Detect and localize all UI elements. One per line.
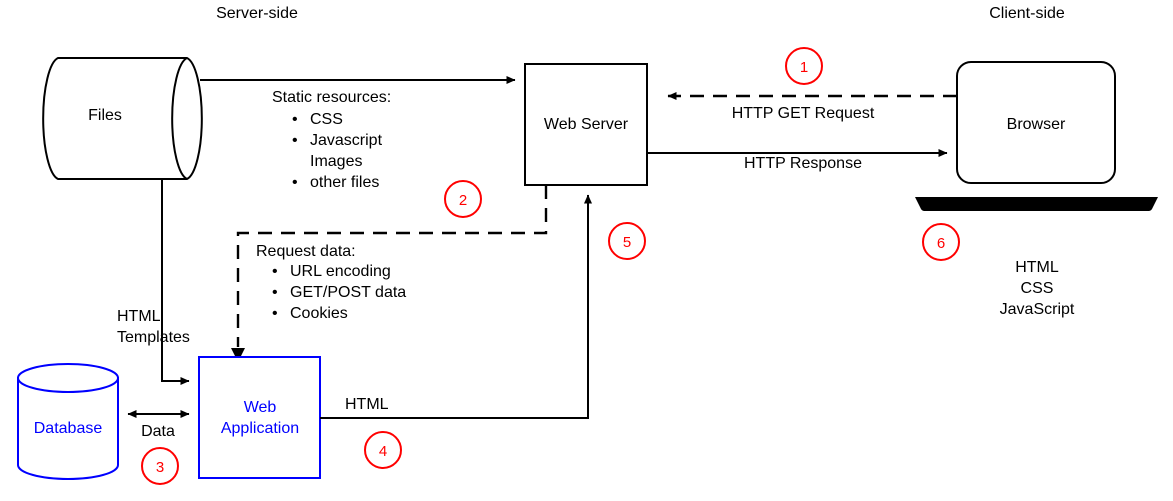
laptop-base-icon (915, 197, 1158, 211)
static-resource-item: Javascript (310, 132, 383, 149)
server-side-title: Server-side (216, 5, 298, 22)
bullet-icon: • (272, 263, 278, 280)
client-tech-javascript: JavaScript (1000, 301, 1075, 318)
static-resource-item: Images (310, 153, 362, 170)
client-tech-block: HTML CSS JavaScript (1000, 259, 1075, 318)
step-marker-2[interactable]: 2 (444, 180, 482, 218)
web-application-label-line1: Web (244, 399, 277, 416)
http-get-request-label: HTTP GET Request (732, 105, 875, 122)
static-resource-item: CSS (310, 111, 343, 128)
step-marker-2-label: 2 (459, 192, 467, 209)
static-resources-block: Static resources: • CSS • Javascript Ima… (272, 89, 391, 191)
edge-html-to-webserver (320, 194, 592, 419)
client-tech-css: CSS (1021, 280, 1054, 297)
step-marker-5[interactable]: 5 (608, 222, 646, 260)
http-response-label: HTTP Response (744, 155, 862, 172)
step-marker-5-label: 5 (623, 234, 631, 251)
step-marker-4[interactable]: 4 (364, 431, 402, 469)
files-label: Files (88, 107, 122, 124)
database-node[interactable]: Database (17, 363, 119, 480)
browser-label: Browser (1007, 116, 1066, 133)
database-label: Database (34, 420, 103, 437)
html-templates-label-line2: Templates (117, 329, 190, 346)
data-label: Data (141, 423, 175, 440)
step-marker-1-label: 1 (800, 59, 808, 76)
web-application-node[interactable]: Web Application (198, 356, 321, 479)
web-application-label-line2: Application (221, 420, 299, 437)
bullet-icon: • (292, 174, 298, 191)
arrowhead-icon (231, 348, 245, 362)
step-marker-3-label: 3 (156, 459, 164, 476)
browser-node[interactable]: Browser (956, 61, 1116, 184)
bullet-icon: • (292, 132, 298, 149)
web-server-label: Web Server (544, 116, 629, 133)
html-templates-label-line1: HTML (117, 308, 161, 325)
web-server-node[interactable]: Web Server (524, 63, 648, 186)
step-marker-4-label: 4 (379, 443, 387, 460)
step-marker-3[interactable]: 3 (141, 447, 179, 485)
static-resources-heading: Static resources: (272, 89, 391, 106)
bullet-icon: • (272, 284, 278, 301)
static-resource-item: other files (310, 174, 379, 191)
step-marker-6-label: 6 (937, 235, 945, 252)
request-data-item: Cookies (290, 305, 348, 322)
bullet-icon: • (292, 111, 298, 128)
edge-request-data (236, 185, 548, 347)
request-data-item: GET/POST data (290, 284, 406, 301)
step-marker-1[interactable]: 1 (785, 47, 823, 85)
bullet-icon: • (272, 305, 278, 322)
html-label: HTML (345, 396, 389, 413)
files-node[interactable]: Files (42, 57, 203, 180)
client-tech-html: HTML (1015, 259, 1059, 276)
client-side-title: Client-side (989, 5, 1065, 22)
step-marker-6[interactable]: 6 (922, 223, 960, 261)
request-data-block: Request data: • URL encoding • GET/POST … (256, 243, 406, 322)
request-data-item: URL encoding (290, 263, 391, 280)
edge-html-templates (161, 179, 190, 385)
request-data-heading: Request data: (256, 243, 356, 260)
